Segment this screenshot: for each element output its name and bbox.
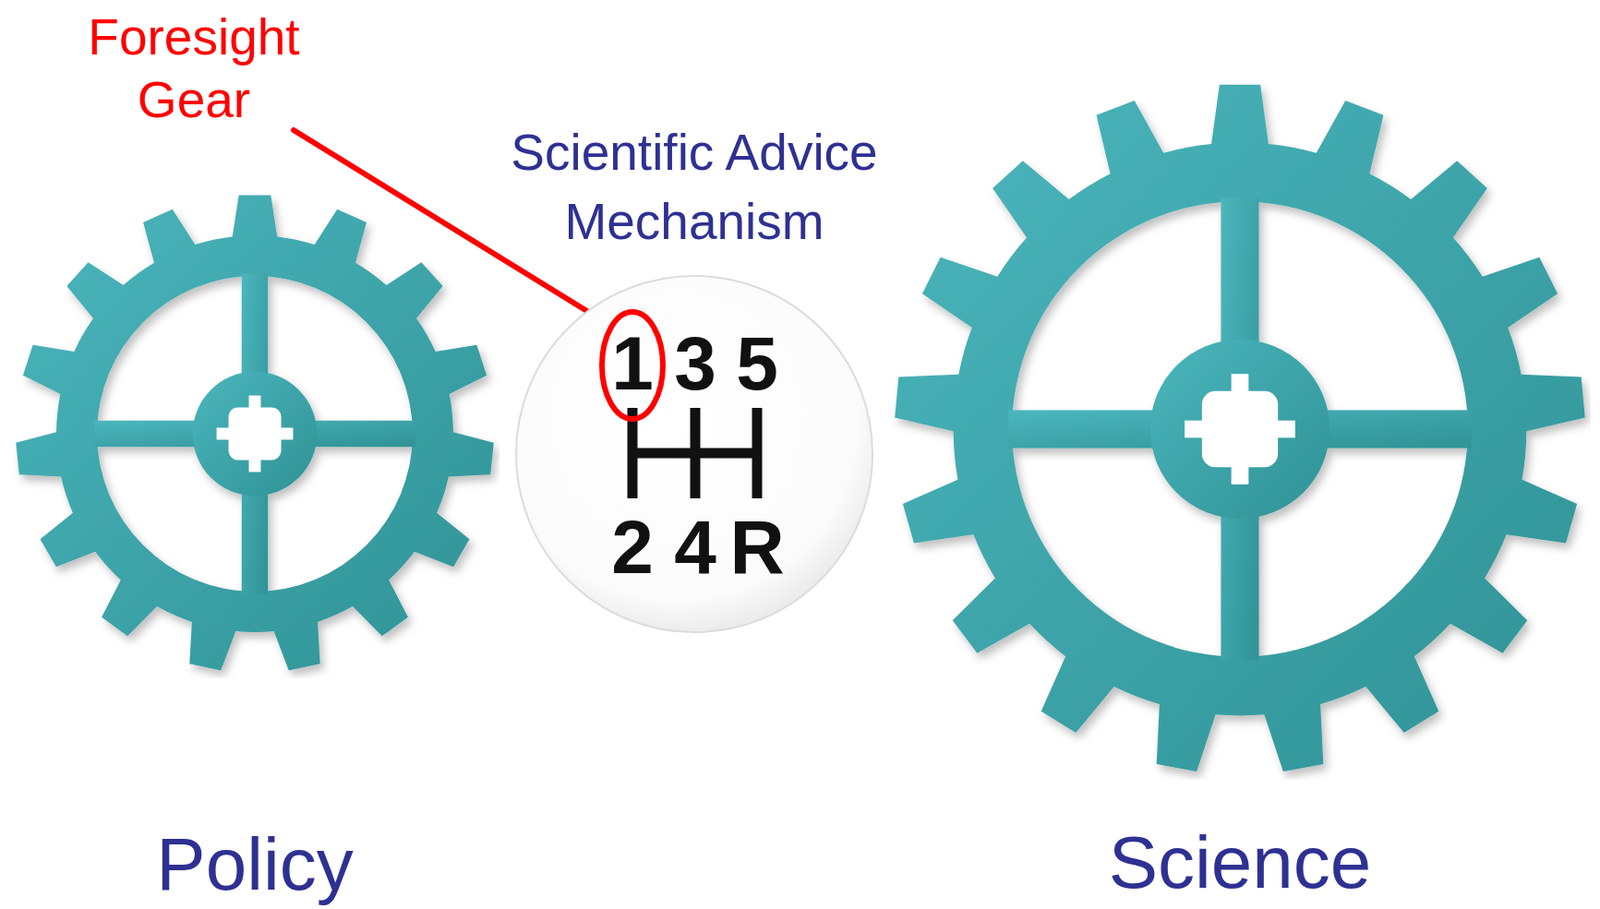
gear-rim xyxy=(894,84,1586,772)
gear-body xyxy=(15,195,494,672)
gear-hole xyxy=(249,396,262,473)
gear-label: Policy xyxy=(10,824,500,906)
dial-circle xyxy=(516,276,873,633)
shift-pattern xyxy=(632,408,758,499)
shift-line xyxy=(690,408,701,499)
gear-number: 5 xyxy=(729,325,785,402)
mechanism-heading: Scientific Advice Mechanism xyxy=(472,118,916,257)
shift-line xyxy=(632,448,758,459)
gear-number: 4 xyxy=(667,509,723,586)
highlight-ellipse xyxy=(601,312,663,420)
gear-number: 1 xyxy=(604,325,661,402)
gear-illustration xyxy=(10,189,500,679)
gear-number: R xyxy=(729,509,785,586)
gear-illustration xyxy=(889,78,1591,781)
shift-line xyxy=(627,408,638,499)
gear-number: 3 xyxy=(667,325,723,402)
gear-hole xyxy=(1231,373,1250,485)
gear-rim xyxy=(15,195,494,672)
gear-number: 2 xyxy=(604,509,661,586)
callout-label: Foresight Gear xyxy=(41,5,347,132)
gear-hub xyxy=(192,372,318,497)
gear-node: Policy xyxy=(10,189,500,906)
gear-label: Science xyxy=(889,822,1591,904)
gear-hub xyxy=(1150,339,1330,519)
gear-node: Science xyxy=(889,78,1591,906)
gear-body xyxy=(894,84,1586,772)
shift-line xyxy=(752,408,763,499)
